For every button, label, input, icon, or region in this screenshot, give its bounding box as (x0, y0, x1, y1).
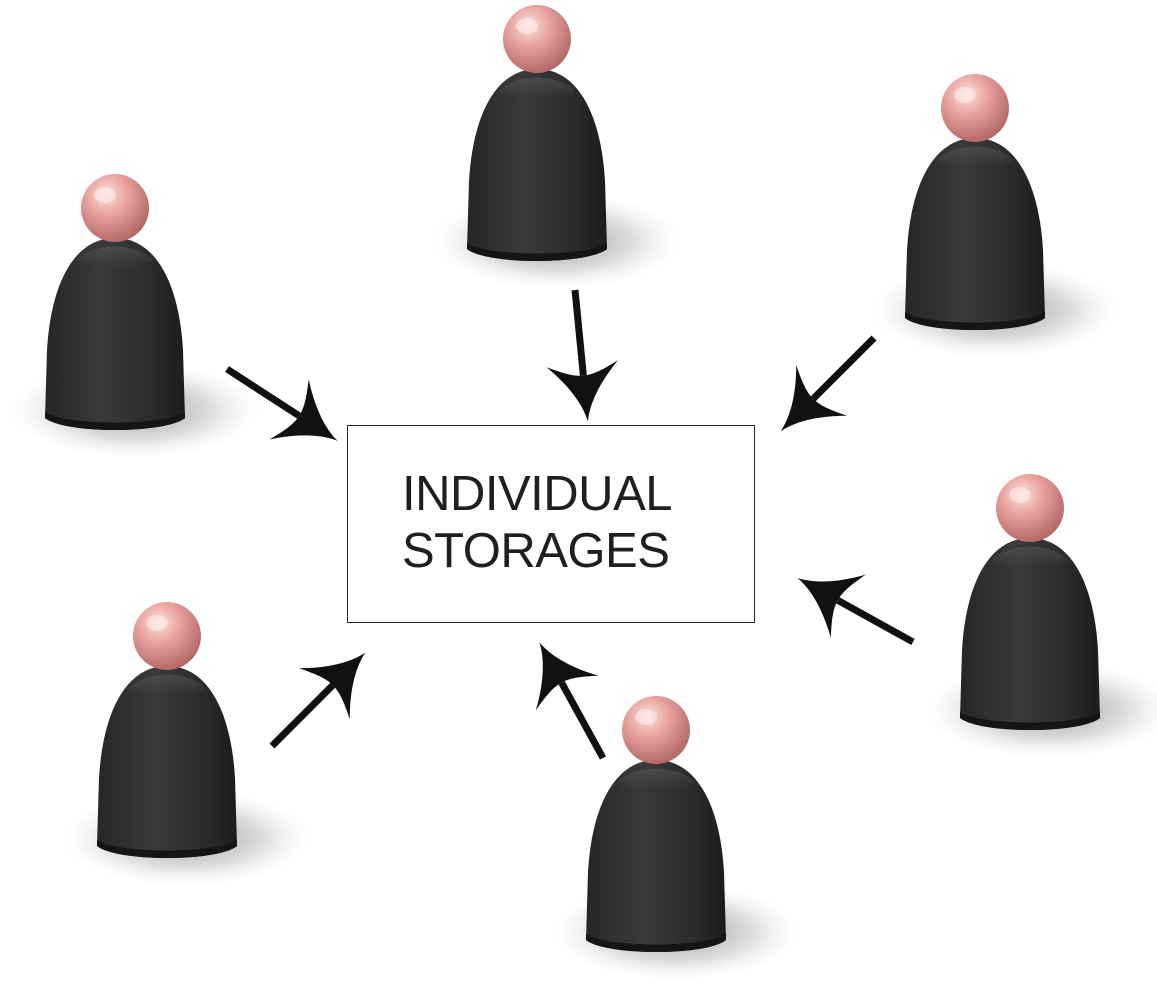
person-figure-right (915, 474, 1157, 762)
storage-label: INDIVIDUAL STORAGES (402, 466, 673, 580)
individual-storages-box: INDIVIDUAL STORAGES (347, 425, 755, 623)
person-figure-top-right (860, 74, 1130, 362)
person-figure-top (422, 5, 692, 293)
storage-label-line-2: STORAGES (402, 524, 670, 578)
arrow-from-top (539, 286, 624, 424)
person-figure-bottom (541, 696, 811, 984)
person-figure-left (0, 174, 270, 462)
storage-label-line-1: INDIVIDUAL (402, 467, 673, 521)
arrow-from-bottom-left (247, 627, 391, 771)
arrow-from-bottom (508, 625, 635, 775)
person-figure-bottom-left (52, 602, 322, 890)
arrow-from-right (780, 547, 930, 674)
